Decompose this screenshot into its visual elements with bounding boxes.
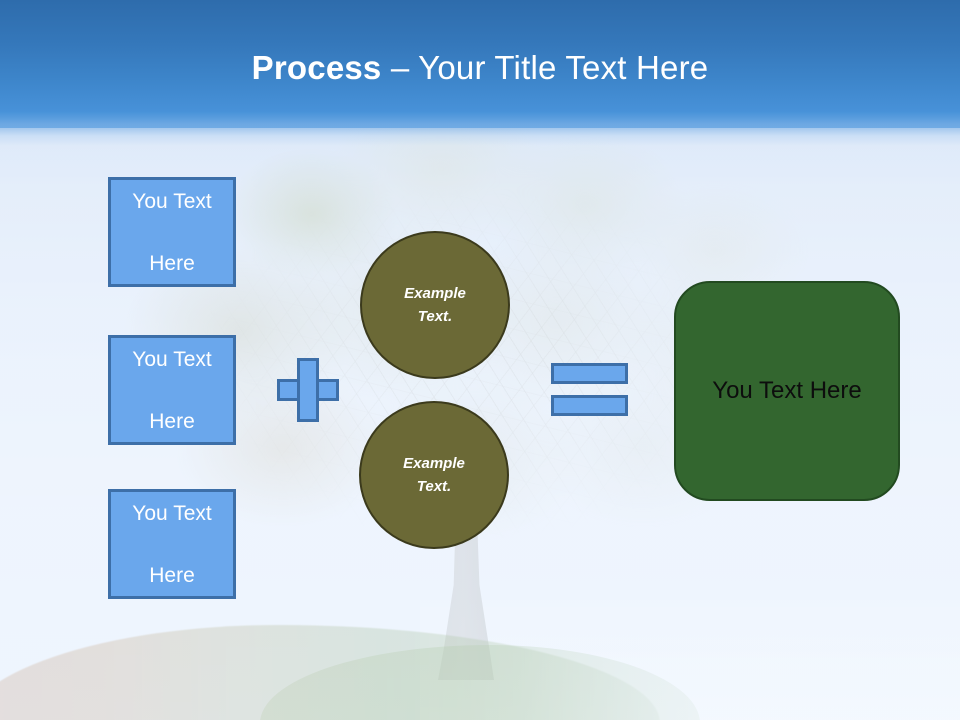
modifier-circle-1-label: Example Text. (404, 282, 466, 328)
input-box-1-line1: You Text (132, 189, 212, 213)
input-box-1-line2: Here (149, 251, 195, 275)
page-title-regular: – Your Title Text Here (381, 49, 709, 86)
slide-header-fade (0, 112, 960, 146)
modifier-circle-1-line1: Example (404, 285, 466, 302)
input-box-1[interactable]: You Text Here (108, 177, 236, 287)
modifier-circle-2-label: Example Text. (403, 452, 465, 498)
modifier-circle-2-line1: Example (403, 455, 465, 472)
equals-icon-bottom-bar (551, 395, 628, 416)
equals-icon-top-bar (551, 363, 628, 384)
input-box-3-line1: You Text (132, 501, 212, 525)
modifier-circle-1[interactable]: Example Text. (360, 231, 510, 379)
input-box-1-label: You Text Here (120, 186, 223, 279)
page-title: Process – Your Title Text Here (0, 48, 960, 88)
input-box-2-line2: Here (149, 409, 195, 433)
plus-icon-center-fill (300, 382, 316, 398)
input-box-3[interactable]: You Text Here (108, 489, 236, 599)
input-box-3-label: You Text Here (120, 498, 223, 591)
page-title-bold: Process (251, 49, 382, 86)
slide-header-band (0, 0, 960, 128)
plus-icon (277, 358, 339, 422)
equals-icon (551, 363, 628, 416)
input-box-2[interactable]: You Text Here (108, 335, 236, 445)
modifier-circle-2-line2: Text. (416, 478, 452, 495)
input-box-2-line1: You Text (132, 347, 212, 371)
input-box-3-line2: Here (149, 563, 195, 587)
modifier-circle-2[interactable]: Example Text. (359, 401, 509, 549)
result-box[interactable]: You Text Here (674, 281, 900, 501)
input-box-2-label: You Text Here (120, 344, 223, 437)
result-box-label: You Text Here (712, 377, 862, 404)
modifier-circle-1-line2: Text. (417, 308, 453, 325)
